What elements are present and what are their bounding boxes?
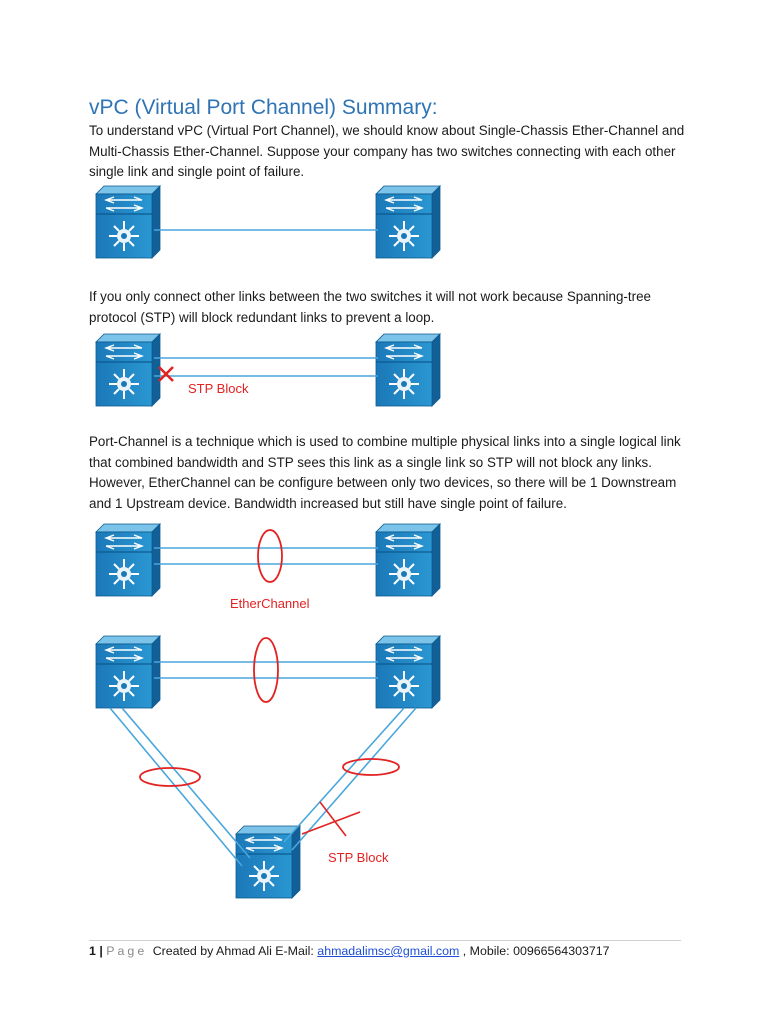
blocked-x-icon (158, 366, 174, 382)
page-word: Page (106, 944, 148, 958)
stp-block-label: STP Block (328, 850, 389, 865)
etherchannel-label: EtherChannel (230, 596, 310, 611)
switch-icon (375, 333, 441, 407)
etherchannel-diagram: EtherChannel (95, 523, 441, 611)
email-link[interactable]: ahmadalimsc@gmail.com (317, 944, 460, 958)
switch-icon (375, 185, 441, 259)
footer-separator: | (99, 944, 103, 958)
single-link-diagram (95, 185, 441, 259)
footer-credit: Created by Ahmad Ali E-Mail: (152, 944, 314, 958)
switch-icon (95, 185, 161, 259)
switch-icon (375, 523, 441, 597)
page-title: vPC (Virtual Port Channel) Summary: (89, 96, 438, 119)
intro-paragraph: To understand vPC (Virtual Port Channel)… (89, 123, 685, 180)
page-footer: 1 | Page Created by Ahmad Ali E-Mail: ah… (89, 944, 610, 958)
footer-divider (89, 940, 681, 941)
link (109, 707, 243, 867)
triangle-diagram: STP Block (95, 635, 441, 899)
switch-icon (95, 523, 161, 597)
stp-paragraph: If you only connect other links between … (89, 289, 651, 325)
port-channel-paragraph: Port-Channel is a technique which is use… (89, 434, 681, 512)
left-port-channel-ring (139, 767, 201, 787)
switch-icon (95, 635, 161, 709)
stp-block-diagram: STP Block (95, 333, 441, 407)
etherchannel-ring (257, 529, 283, 583)
link (291, 707, 417, 851)
etherchannel-ring (253, 637, 279, 703)
page-number: 1 (89, 944, 96, 958)
link (283, 707, 405, 843)
link (121, 707, 251, 859)
stp-block-label: STP Block (188, 381, 249, 396)
right-port-channel-ring (342, 758, 400, 776)
switch-icon (235, 825, 301, 899)
blocked-x-icon (301, 801, 361, 837)
switch-icon (95, 333, 161, 407)
switch-icon (375, 635, 441, 709)
footer-mobile: , Mobile: 00966564303717 (462, 944, 610, 958)
